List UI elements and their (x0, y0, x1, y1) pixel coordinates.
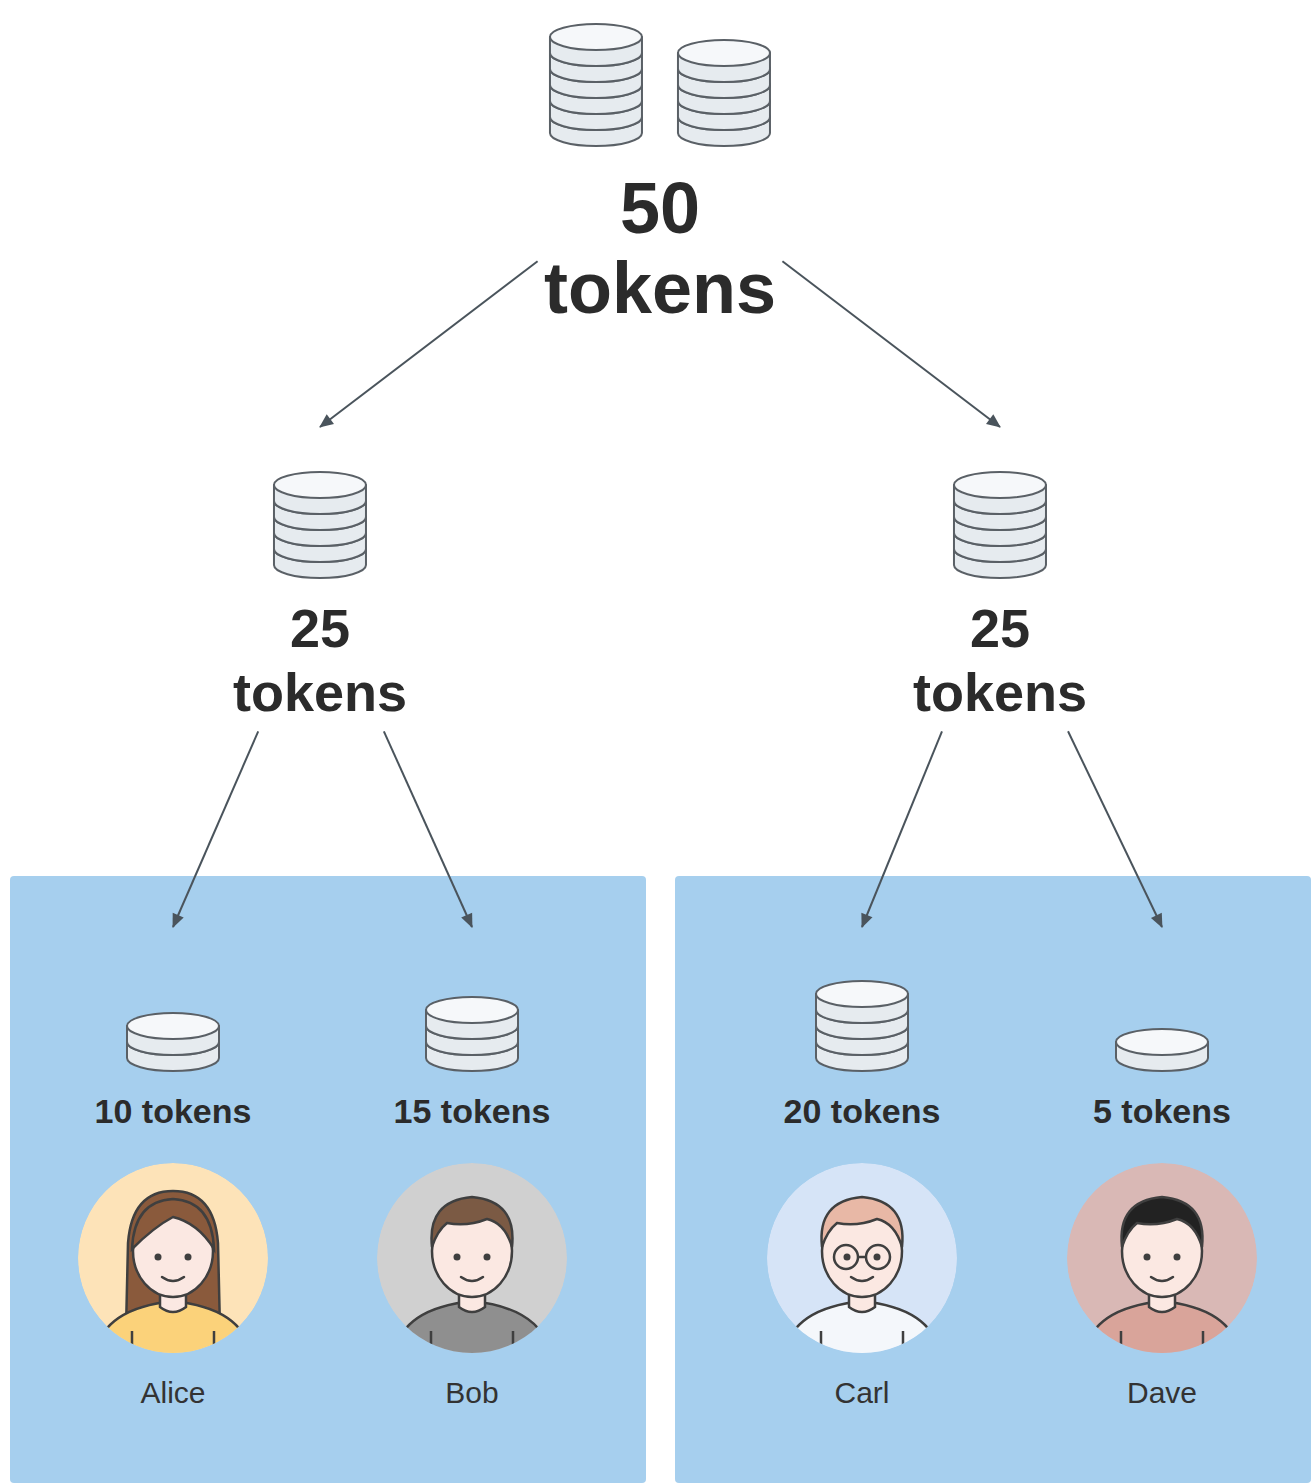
coin-stack (125, 955, 221, 1073)
token-node: 25 tokens (233, 455, 407, 724)
coin-stack (952, 455, 1048, 580)
person-name: Bob (445, 1375, 498, 1411)
person-avatar (76, 1161, 270, 1355)
flow-arrow (320, 261, 538, 427)
person-avatar (1065, 1161, 1259, 1355)
token-node: 5 tokensDave (1065, 955, 1259, 1411)
group-panel: 10 tokensAlice 15 tokensBob (10, 876, 646, 1483)
person-name: Alice (140, 1375, 205, 1411)
token-amount: 20 tokens (784, 1091, 941, 1131)
flow-arrow (782, 261, 1000, 427)
token-amount: 5 tokens (1093, 1091, 1231, 1131)
token-amount: 15 tokens (394, 1091, 551, 1131)
token-amount: 25 tokens (233, 596, 407, 724)
token-amount: 25 tokens (913, 596, 1087, 724)
token-amount: 10 tokens (95, 1091, 252, 1131)
coin-stack (1114, 955, 1210, 1073)
token-node: 10 tokensAlice (76, 955, 270, 1411)
group-panel: 20 tokensCarl 5 tokensDave (675, 876, 1311, 1483)
coin-stack (272, 455, 368, 580)
token-amount: 50 tokens (544, 168, 776, 328)
coin-stack (814, 955, 910, 1073)
person-name: Carl (834, 1375, 889, 1411)
person-avatar (375, 1161, 569, 1355)
person-name: Dave (1127, 1375, 1197, 1411)
token-node: 25 tokens (913, 455, 1087, 724)
token-node: 50 tokens (544, 8, 776, 328)
token-node: 15 tokensBob (375, 955, 569, 1411)
coin-stack (424, 955, 520, 1073)
token-node: 20 tokensCarl (765, 955, 959, 1411)
person-avatar (765, 1161, 959, 1355)
coin-stack (548, 8, 772, 148)
